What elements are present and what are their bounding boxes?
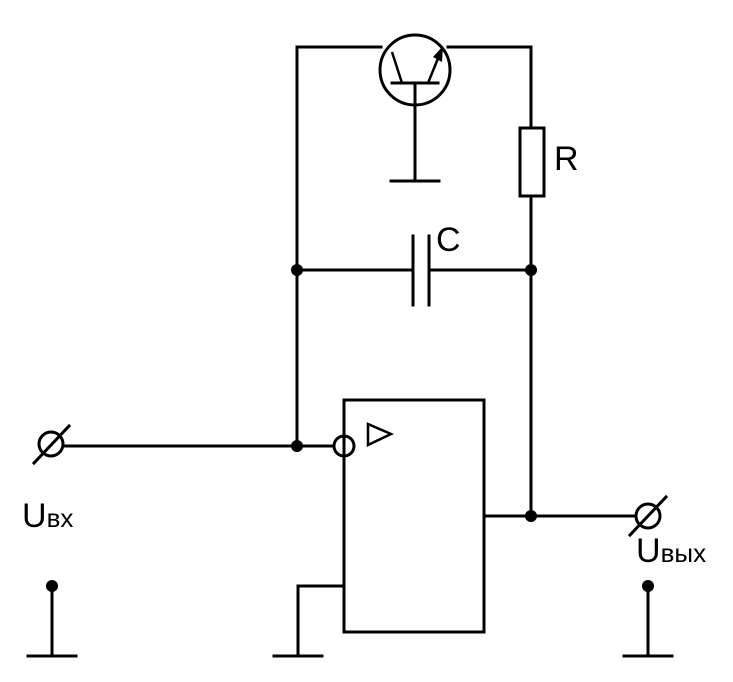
resistor-label: R [554,140,579,178]
junction-dot [291,264,303,276]
input-voltage-label: Uвх [22,497,73,535]
resistor [518,126,546,198]
top-feedback-wires [295,45,533,518]
junction-dot [291,440,303,452]
op-amp-body [342,398,486,634]
emitter-arrow [433,46,443,62]
input-terminal [31,423,72,466]
transistor-base-ground [389,81,441,183]
op-amp-ground [272,584,346,658]
capacitor [295,234,533,307]
junction-dot [525,264,537,276]
output-terminal [627,494,669,538]
output-ground [622,580,674,658]
op-amp-triangle-icon [366,422,395,447]
capacitor-label: C [436,221,461,259]
input-ground [26,580,78,658]
output-voltage-label: Uвых [636,532,706,570]
junction-dot [525,510,537,522]
